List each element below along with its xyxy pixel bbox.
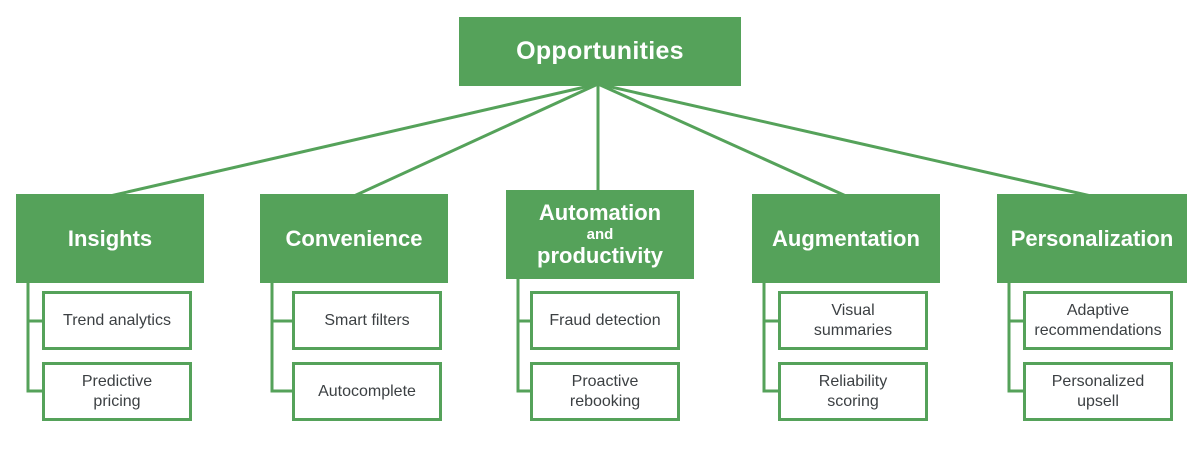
node-autocomplete-label: Autocomplete (318, 382, 416, 400)
edge-root-augmentation (597, 82, 847, 198)
node-insights-label: Insights (67, 225, 153, 251)
node-personalized-upsell-label: Personalized upsell (1051, 372, 1145, 410)
node-automation-label: Automation (538, 199, 662, 225)
node-smart-filters: Smart filters (292, 291, 442, 350)
node-proactive-rebooking: Proactive rebooking (530, 362, 680, 421)
edge-augmentation-children (762, 278, 778, 393)
node-trend-analytics-label: Trend analytics (63, 311, 171, 329)
node-personalization-label: Personalization (1010, 225, 1174, 251)
node-adaptive-recommendations-label: Adaptive recommendations (1034, 301, 1162, 339)
node-insights: Insights (16, 194, 204, 283)
edge-convenience-children (270, 278, 292, 393)
node-trend-analytics: Trend analytics (42, 291, 192, 350)
node-convenience-label: Convenience (285, 225, 423, 251)
node-opportunities-label: Opportunities (516, 37, 684, 65)
node-automation-and-label: and (586, 225, 614, 243)
edge-root-insights (109, 82, 599, 198)
edge-automation-children (516, 276, 530, 393)
node-personalized-upsell: Personalized upsell (1023, 362, 1173, 421)
node-automation-productivity: Automation and productivity (506, 190, 694, 279)
node-fraud-detection-label: Fraud detection (549, 311, 661, 329)
node-adaptive-recommendations: Adaptive recommendations (1023, 291, 1173, 350)
node-predictive-pricing: Predictive pricing (42, 362, 192, 421)
node-fraud-detection: Fraud detection (530, 291, 680, 350)
node-augmentation-label: Augmentation (772, 225, 920, 251)
edge-root-personalization (597, 82, 1092, 198)
edge-insights-children (26, 278, 42, 393)
node-smart-filters-label: Smart filters (324, 311, 410, 329)
edge-personalization-children (1007, 278, 1023, 393)
node-visual-summaries-label: Visual summaries (813, 301, 893, 339)
node-proactive-rebooking-label: Proactive rebooking (569, 372, 641, 410)
node-augmentation: Augmentation (752, 194, 940, 283)
node-convenience: Convenience (260, 194, 448, 283)
node-reliability-scoring: Reliability scoring (778, 362, 928, 421)
node-visual-summaries: Visual summaries (778, 291, 928, 350)
node-predictive-pricing-label: Predictive pricing (81, 372, 153, 410)
node-autocomplete: Autocomplete (292, 362, 442, 421)
node-reliability-scoring-label: Reliability scoring (818, 372, 888, 410)
node-productivity-label: productivity (537, 243, 663, 269)
node-opportunities: Opportunities (459, 17, 741, 86)
edge-root-convenience (353, 82, 599, 198)
node-personalization: Personalization (997, 194, 1187, 283)
